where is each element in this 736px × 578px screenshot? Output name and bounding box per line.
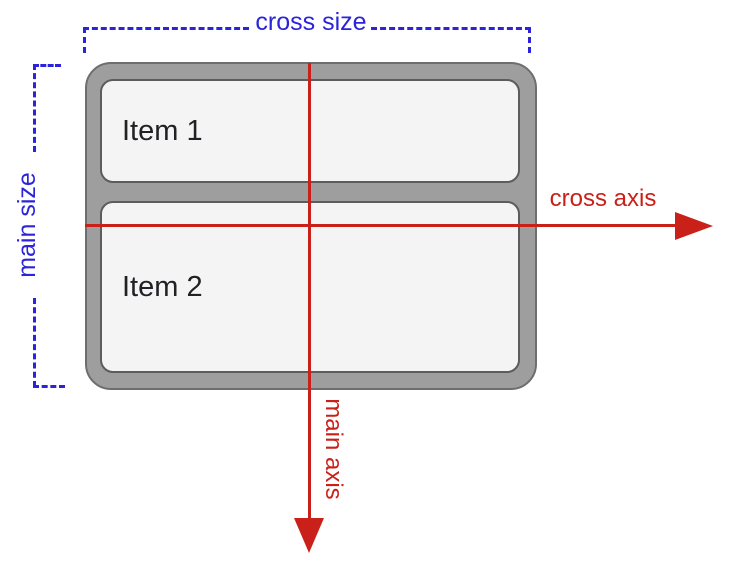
cross-size-label: cross size <box>255 8 367 36</box>
cross-axis-label: cross axis <box>549 185 657 212</box>
cross-axis-line <box>85 224 676 227</box>
main-axis-arrowhead-icon <box>294 518 324 553</box>
flex-item-2-label: Item 2 <box>122 270 203 303</box>
main-axis-label: main axis <box>320 398 347 500</box>
cross-size-bracket-right-tick <box>528 27 531 53</box>
cross-size-bracket-left-segment <box>83 27 249 30</box>
main-size-bracket-top-segment <box>33 64 36 152</box>
cross-size-bracket-right-segment <box>371 27 531 30</box>
main-size-bracket-top-tick <box>33 64 61 67</box>
flex-item-1-label: Item 1 <box>122 114 203 147</box>
main-size-bracket-bottom-segment <box>33 298 36 387</box>
main-size-bracket-bottom-tick <box>33 385 65 388</box>
main-axis-line <box>308 63 311 518</box>
main-size-label: main size <box>13 172 41 278</box>
cross-size-bracket-left-tick <box>83 27 86 53</box>
cross-axis-arrowhead-icon <box>675 212 713 240</box>
